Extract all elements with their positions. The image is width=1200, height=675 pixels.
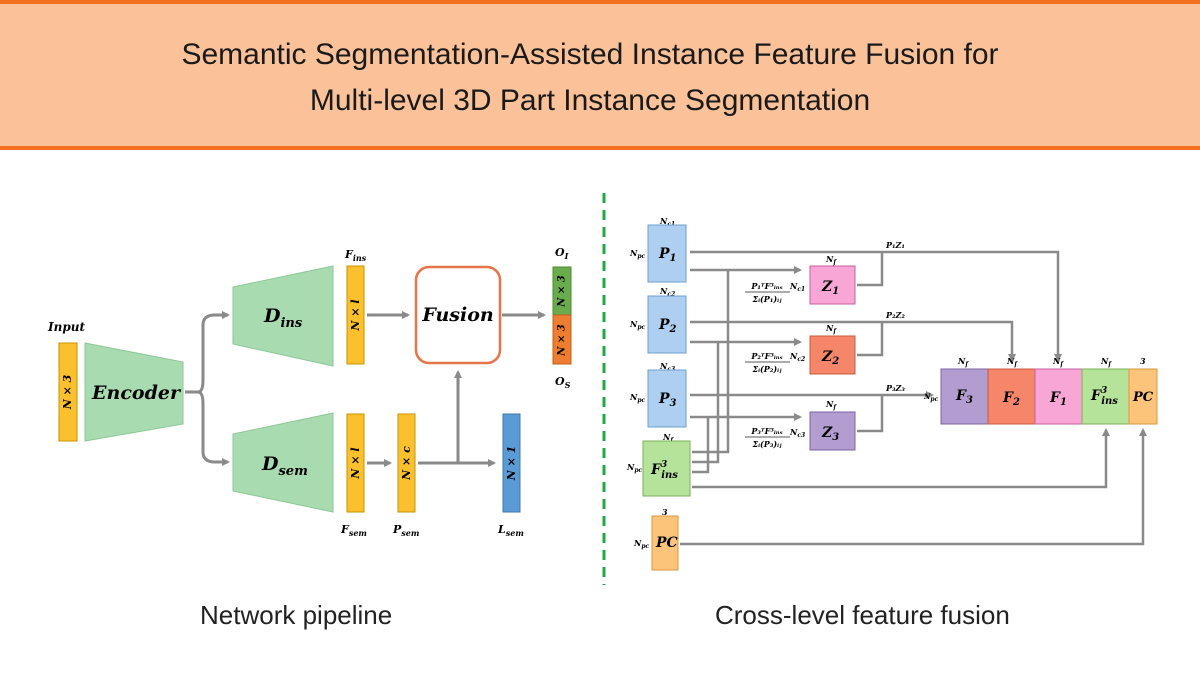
z1-block (809, 265, 856, 305)
concat-fins3 (1081, 368, 1130, 425)
fins3-left-dim: Npc (626, 462, 643, 474)
z3-block (809, 411, 856, 451)
p3-label: P3 (658, 391, 677, 409)
svg-text:F3ins: F3ins (1090, 386, 1118, 407)
svg-text:Nf: Nf (957, 356, 969, 368)
z1-left-dim: Nc1 (789, 281, 805, 293)
fins-dim: N × l (349, 299, 362, 331)
svg-text:P₂ᵀF³ᵢₙₛ: P₂ᵀF³ᵢₙₛ (750, 351, 782, 361)
svg-text:F3: F3 (955, 388, 973, 406)
fusion-label: Fusion (421, 304, 493, 326)
connectors (680, 250, 1147, 546)
svg-text:P₁ᵀF³ᵢₙₛ: P₁ᵀF³ᵢₙₛ (750, 281, 782, 291)
concat-left-dim: Npc (923, 392, 939, 403)
z2-left-dim: Nc2 (789, 351, 805, 363)
z3-top-dim: Nf (825, 399, 837, 411)
concat-f2 (987, 368, 1036, 425)
z2-label: Z2 (821, 349, 839, 367)
p1-block (647, 224, 687, 283)
fusion-block (414, 265, 502, 365)
fins-bar (346, 265, 365, 365)
pc-label: PC (655, 535, 678, 551)
z2-top-dim: Nf (825, 323, 837, 335)
cross-level-fusion: Nc1 Npc P1 Nc2 Npc P2 Nc3 Npc P3 Nf Npc … (626, 216, 1158, 571)
p2-block (647, 295, 687, 354)
pc-block (651, 515, 679, 571)
z2-block (809, 335, 856, 375)
caption-cross-level-fusion: Cross-level feature fusion (715, 600, 1010, 630)
p1-label: P1 (658, 246, 677, 264)
p1-left-dim: Npc (629, 248, 646, 260)
p2-left-dim: Npc (629, 319, 646, 331)
lsem-bar (502, 413, 521, 513)
os-label: OS (555, 375, 571, 390)
arrow-to-dsem (185, 390, 230, 466)
title-line-1: Semantic Segmentation-Assisted Instance … (181, 38, 999, 71)
title-banner: Semantic Segmentation-Assisted Instance … (0, 0, 1200, 150)
dins-block (232, 265, 334, 367)
z1-label: Z1 (821, 279, 839, 297)
formula-3: P₃ᵀF³ᵢₙₛ Σᵢ(P₃)ᵢⱼ (745, 426, 790, 449)
svg-text:F2: F2 (1002, 390, 1020, 408)
lsem-dim: N × 1 (505, 446, 518, 482)
oi-dim: N × 3 (557, 275, 568, 307)
dsem-block (232, 412, 334, 513)
svg-text:Σᵢ(P₂)ᵢⱼ: Σᵢ(P₂)ᵢⱼ (751, 364, 782, 374)
caption-network-pipeline: Network pipeline (200, 600, 393, 630)
psem-bar (397, 413, 416, 513)
svg-text:3: 3 (1140, 356, 1146, 366)
p2-top-dim: Nc2 (659, 286, 675, 298)
p3-block (647, 369, 687, 428)
psem-label: Psem (392, 523, 419, 538)
z1-top-dim: Nf (825, 254, 837, 266)
p2-label: P2 (658, 317, 677, 335)
svg-text:F1: F1 (1049, 390, 1067, 408)
input-dim: N × 3 (61, 374, 74, 410)
input-bar (58, 342, 78, 442)
dsem-label: Dsem (261, 453, 308, 479)
p3z3-label: P₃Z₃ (885, 383, 905, 393)
psem-dim: N × c (400, 446, 413, 481)
formula-2: P₂ᵀF³ᵢₙₛ Σᵢ(P₂)ᵢⱼ (745, 351, 790, 374)
svg-text:Σᵢ(P₃)ᵢⱼ: Σᵢ(P₃)ᵢⱼ (751, 439, 782, 449)
dins-label: Dins (263, 305, 303, 331)
oi-label: OI (555, 246, 569, 261)
lsem-label: Lsem (497, 523, 524, 538)
formula-1: P₁ᵀF³ᵢₙₛ Σᵢ(P₁)ᵢⱼ (745, 281, 790, 304)
svg-text:Nf: Nf (1006, 356, 1018, 368)
pc-top-dim: 3 (662, 507, 668, 517)
os-bar (552, 314, 572, 365)
z3-label: Z3 (821, 425, 839, 443)
svg-text:Nf: Nf (1052, 356, 1064, 368)
z3-left-dim: Nc3 (789, 427, 805, 439)
arrow-to-dins (185, 311, 230, 394)
fins3-block (642, 440, 691, 497)
svg-text:P₃ᵀF³ᵢₙₛ: P₃ᵀF³ᵢₙₛ (750, 426, 782, 436)
svg-text:PC: PC (1132, 390, 1154, 405)
fsem-bar (346, 413, 365, 513)
encoder-block (84, 342, 184, 442)
pc-left-dim: Npc (633, 538, 650, 550)
fsem-label: Fsem (340, 523, 367, 538)
fins-label: Fins (344, 248, 367, 263)
title-line-2: Multi-level 3D Part Instance Segmentatio… (309, 84, 871, 117)
p1z1-label: P₁Z₁ (885, 240, 905, 250)
input-label: Input (47, 320, 85, 334)
os-dim: N × 3 (557, 324, 568, 356)
fsem-dim: N × l (349, 447, 362, 479)
svg-text:Σᵢ(P₁)ᵢⱼ: Σᵢ(P₁)ᵢⱼ (751, 294, 782, 304)
p3-left-dim: Npc (629, 392, 646, 404)
svg-text:Nf: Nf (1100, 356, 1112, 368)
p2z2-label: P₂Z₂ (885, 310, 905, 320)
concat-pc (1128, 368, 1158, 425)
network-pipeline: Input N × 3 Encoder Dins Dsem Fins N × l… (47, 246, 572, 538)
encoder-label: Encoder (91, 382, 182, 404)
